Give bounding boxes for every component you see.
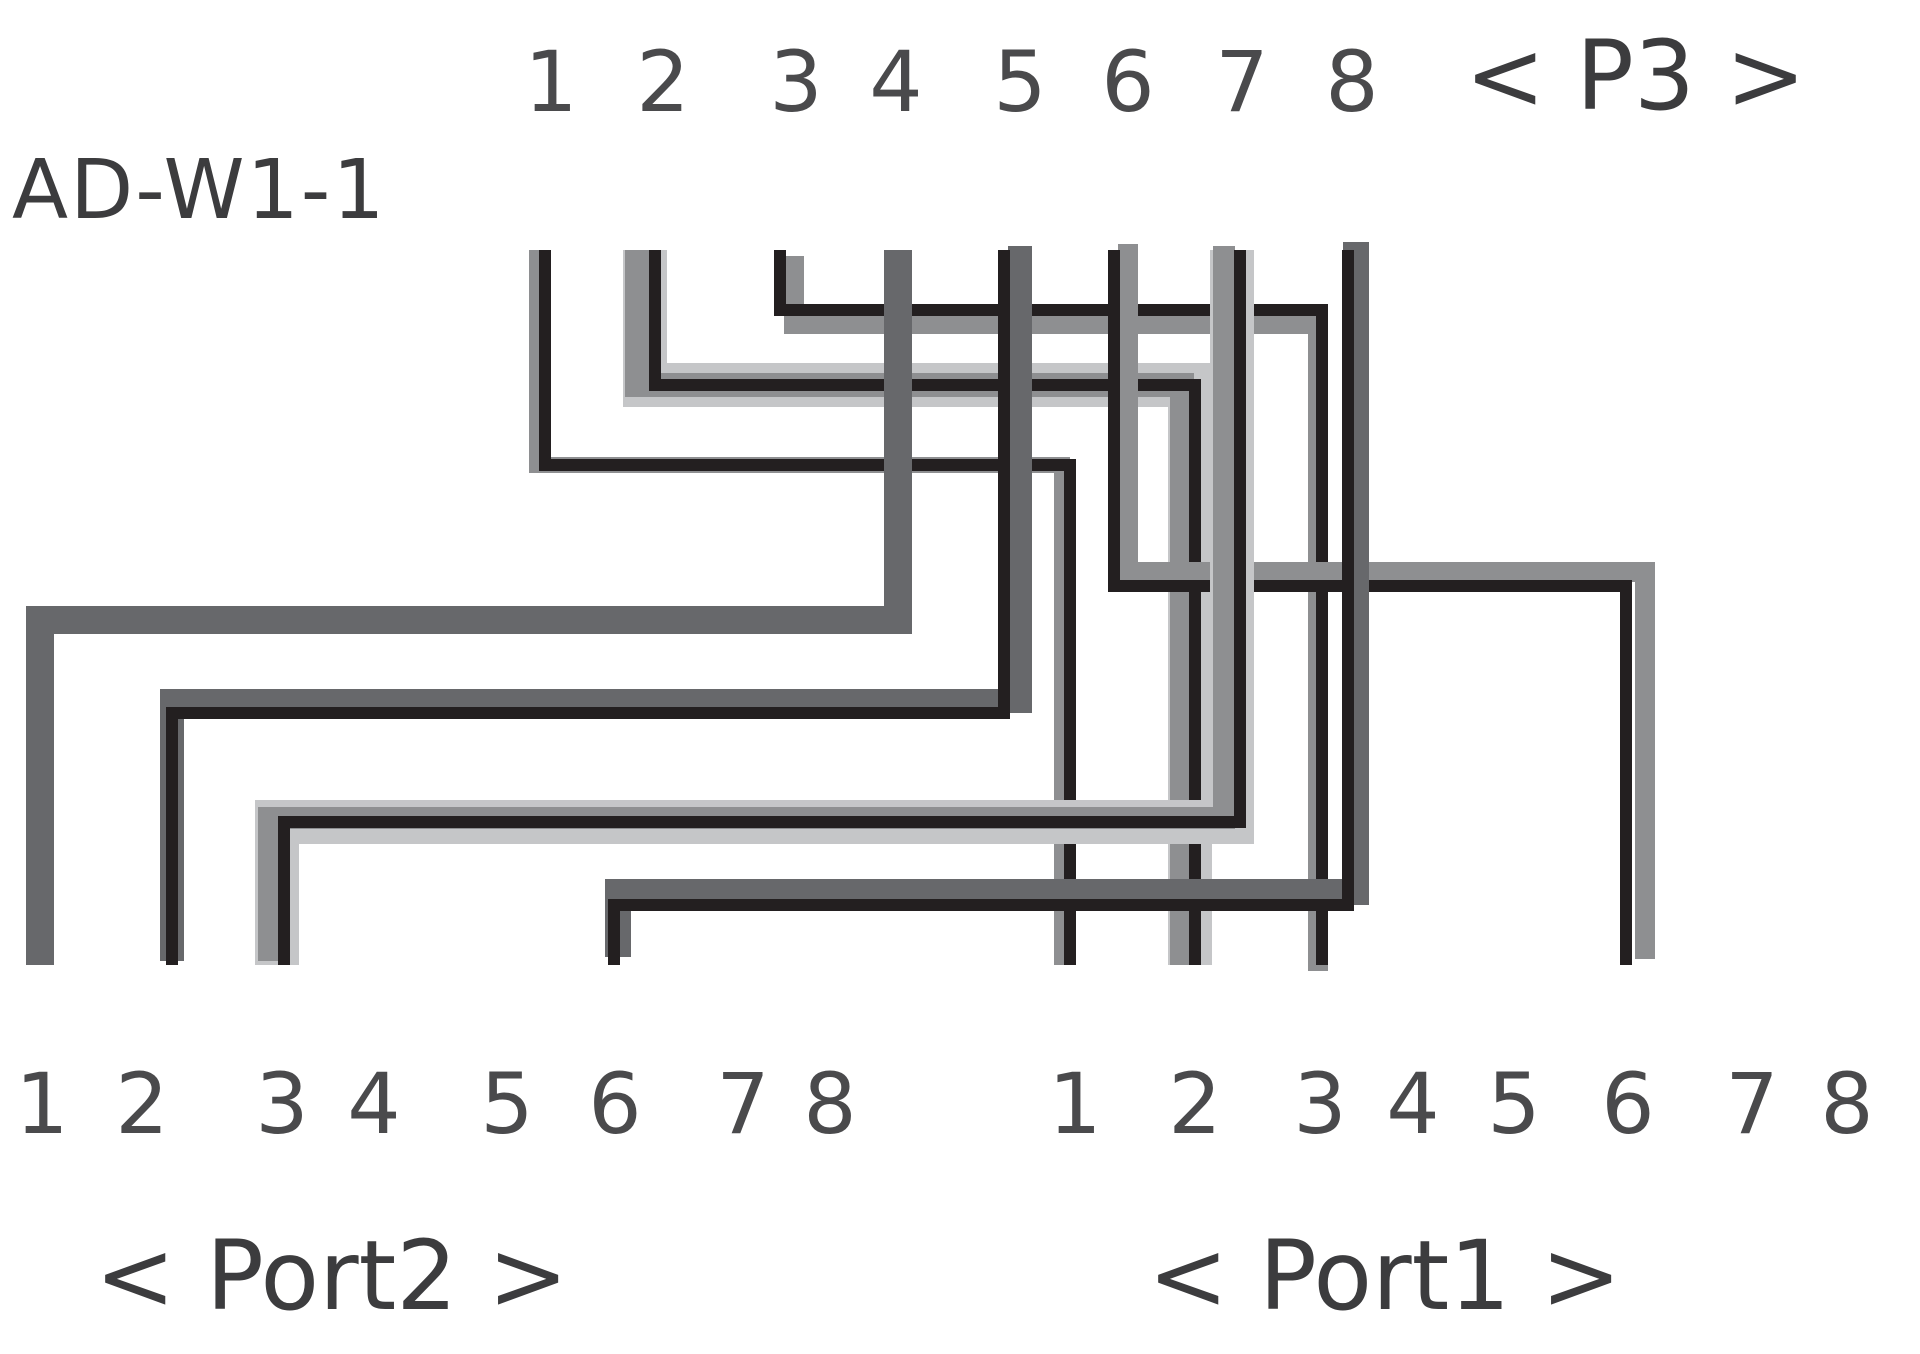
port2-connector-label: < Port2 > bbox=[95, 1220, 569, 1332]
p3-pin-1: 1 bbox=[524, 33, 578, 131]
p3-connector-label: < P3 > bbox=[1465, 20, 1806, 132]
port2-pin-2: 2 bbox=[115, 1055, 169, 1153]
port1-pin-4: 4 bbox=[1386, 1055, 1440, 1153]
port2-pin-7: 7 bbox=[716, 1055, 770, 1153]
diagram-title: AD-W1-1 bbox=[12, 143, 387, 238]
port1-connector-label: < Port1 > bbox=[1148, 1220, 1622, 1332]
wire-p3-6-to-port1-6 bbox=[1108, 250, 1632, 965]
wire-p3-8-to-port2-6 bbox=[608, 250, 1354, 965]
port2-pin-1: 1 bbox=[15, 1055, 69, 1153]
wire-p3-5-to-port2-2 bbox=[166, 250, 1010, 965]
wire-p3-7-to-port2-3 bbox=[278, 250, 1246, 965]
port2-pin-6: 6 bbox=[588, 1055, 642, 1153]
p3-pin-7: 7 bbox=[1215, 33, 1269, 131]
p3-pin-5: 5 bbox=[993, 33, 1047, 131]
p3-pin-4: 4 bbox=[869, 33, 923, 131]
port1-pin-6: 6 bbox=[1601, 1055, 1655, 1153]
wire-p3-4-to-port2-1 bbox=[26, 250, 912, 965]
port1-pin-8: 8 bbox=[1820, 1055, 1874, 1153]
port1-pin-1: 1 bbox=[1048, 1055, 1102, 1153]
wire-p3-3-to-port1-3 bbox=[774, 250, 1328, 965]
port1-pin-7: 7 bbox=[1725, 1055, 1779, 1153]
p3-pin-3: 3 bbox=[769, 33, 823, 131]
port2-pin-5: 5 bbox=[480, 1055, 534, 1153]
p3-pin-2: 2 bbox=[636, 33, 690, 131]
port2-pin-4: 4 bbox=[347, 1055, 401, 1153]
p3-pin-6: 6 bbox=[1101, 33, 1155, 131]
port1-pin-3: 3 bbox=[1293, 1055, 1347, 1153]
port2-pin-3: 3 bbox=[255, 1055, 309, 1153]
port1-pin-5: 5 bbox=[1487, 1055, 1541, 1153]
port1-pin-2: 2 bbox=[1168, 1055, 1222, 1153]
p3-pin-8: 8 bbox=[1325, 33, 1379, 131]
port2-pin-8: 8 bbox=[803, 1055, 857, 1153]
